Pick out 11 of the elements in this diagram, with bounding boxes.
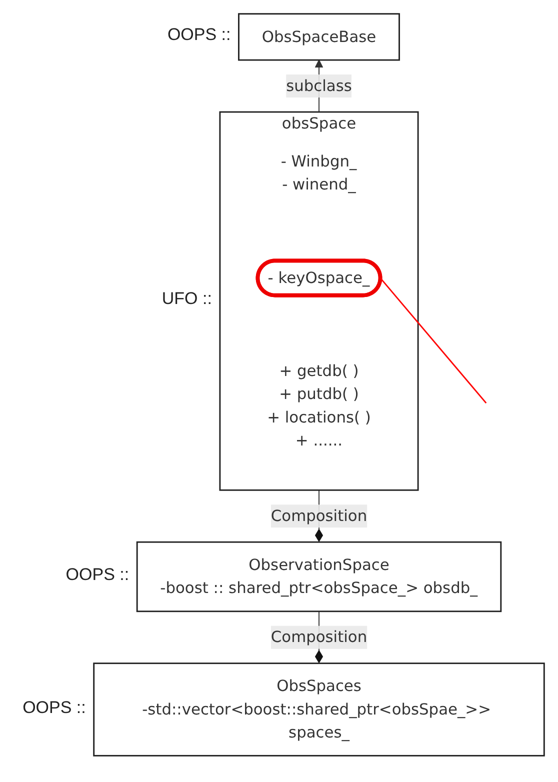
leader-line [380, 278, 487, 404]
class-box: ObsSpaceBase [238, 13, 400, 61]
class-box: ObservationSpace -boost :: shared_ptr<obsSpace_> obsdb_ [136, 541, 502, 612]
namespace-label: OOPS :: [66, 564, 130, 585]
member-list: - Winbgn_ - winend_ [257, 138, 381, 208]
member-list: + getdb( ) + putdb( ) + locations( ) + ...... [244, 348, 394, 464]
class-box: ObsSpaces -std::vector<boost::shared_ptr<obsSpae_>> spaces_ [93, 662, 545, 756]
namespace-label: OOPS :: [22, 698, 86, 718]
namespace-label: UFO :: [162, 289, 212, 310]
highlighted-attribute: - keyOspace_ [256, 258, 382, 298]
namespace-label: OOPS :: [167, 24, 231, 45]
